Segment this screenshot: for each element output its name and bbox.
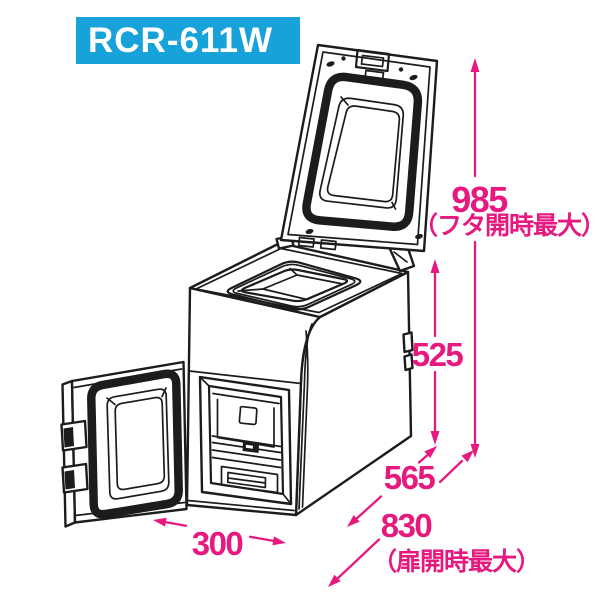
model-badge: RCR-611W <box>76 17 300 64</box>
lid-screw-holes <box>305 56 423 240</box>
door-inner-panel <box>106 388 170 500</box>
lid-hinge-bracket-right-detail <box>393 251 408 263</box>
top-opening-step <box>232 263 356 308</box>
shelf-latch-slot <box>245 444 253 449</box>
dim-830-line <box>334 459 464 582</box>
dimension-body-height: 525 <box>412 259 465 445</box>
top-opening-outer <box>226 260 362 311</box>
arrow-down-left-icon <box>347 515 360 527</box>
front-face-seam <box>188 370 302 385</box>
door-panel-bevels <box>106 387 167 406</box>
model-badge-label: RCR-611W <box>88 20 273 60</box>
dimension-value-300: 300 <box>192 525 243 562</box>
front-compartment <box>198 375 293 506</box>
door-hinge-upper-pin <box>63 427 74 448</box>
dimension-width: 300 <box>153 517 286 562</box>
dimension-value-525: 525 <box>412 336 464 373</box>
arrow-down-left-icon <box>328 574 341 587</box>
door-hinge-lower-pin <box>64 470 75 490</box>
dimension-height-lid-open: 985 （フタ開時最大） <box>413 58 600 458</box>
lid-recess-floor <box>326 105 401 203</box>
body-drawing <box>185 234 416 517</box>
arrow-down-icon <box>470 444 480 458</box>
back-edge-tab-upper <box>402 331 414 354</box>
door-inner-panel-floor <box>114 396 166 491</box>
back-edge-tab-lower <box>403 353 414 372</box>
lid-outline <box>279 43 439 253</box>
lid-hinge-rects <box>297 236 337 251</box>
dimension-note-830: （扉開時最大） <box>372 547 540 576</box>
dimension-value-985: 985 <box>451 179 508 220</box>
arrow-up-icon <box>430 259 440 273</box>
dimension-depth: 565 <box>347 446 437 527</box>
frame-miter-lines <box>199 376 292 505</box>
lid-inner-border <box>287 51 431 246</box>
dimension-depth-door-open: 830 （扉開時最大） <box>328 450 541 587</box>
lid-latch <box>354 48 391 73</box>
dim-565-line <box>353 454 429 522</box>
arrow-right-icon <box>272 536 286 546</box>
lower-shelf-line <box>211 456 282 469</box>
lid-latch-inner <box>360 54 385 68</box>
arrow-left-icon <box>153 517 167 527</box>
dim-300-line <box>162 520 277 543</box>
corner-post-line-side <box>301 330 309 508</box>
drawer-handle <box>226 471 267 489</box>
door-drawing <box>60 360 188 528</box>
lid-recess-outer <box>318 97 405 209</box>
cavity-wall-edges <box>237 267 298 292</box>
bottom-drawer <box>220 465 279 494</box>
cavity-floor <box>262 274 344 301</box>
lid-gasket <box>302 72 423 231</box>
compartment-ceiling-line <box>212 392 280 405</box>
dimension-value-565: 565 <box>384 459 436 496</box>
arrow-down-icon <box>430 431 440 445</box>
arrow-up-right-icon <box>461 450 474 463</box>
dimension-note-985: （フタ開時最大） <box>413 211 600 240</box>
lid-latch-tab <box>363 69 385 85</box>
lid-recess-bevels <box>340 96 397 210</box>
door-gasket <box>87 369 183 519</box>
back-panel-vent <box>238 405 258 426</box>
lid-drawing <box>279 43 439 253</box>
arrow-up-icon <box>470 58 480 72</box>
body-bottom-inner-line <box>187 499 295 512</box>
arrow-up-right-icon <box>424 446 437 458</box>
dimension-value-830: 830 <box>381 507 432 544</box>
